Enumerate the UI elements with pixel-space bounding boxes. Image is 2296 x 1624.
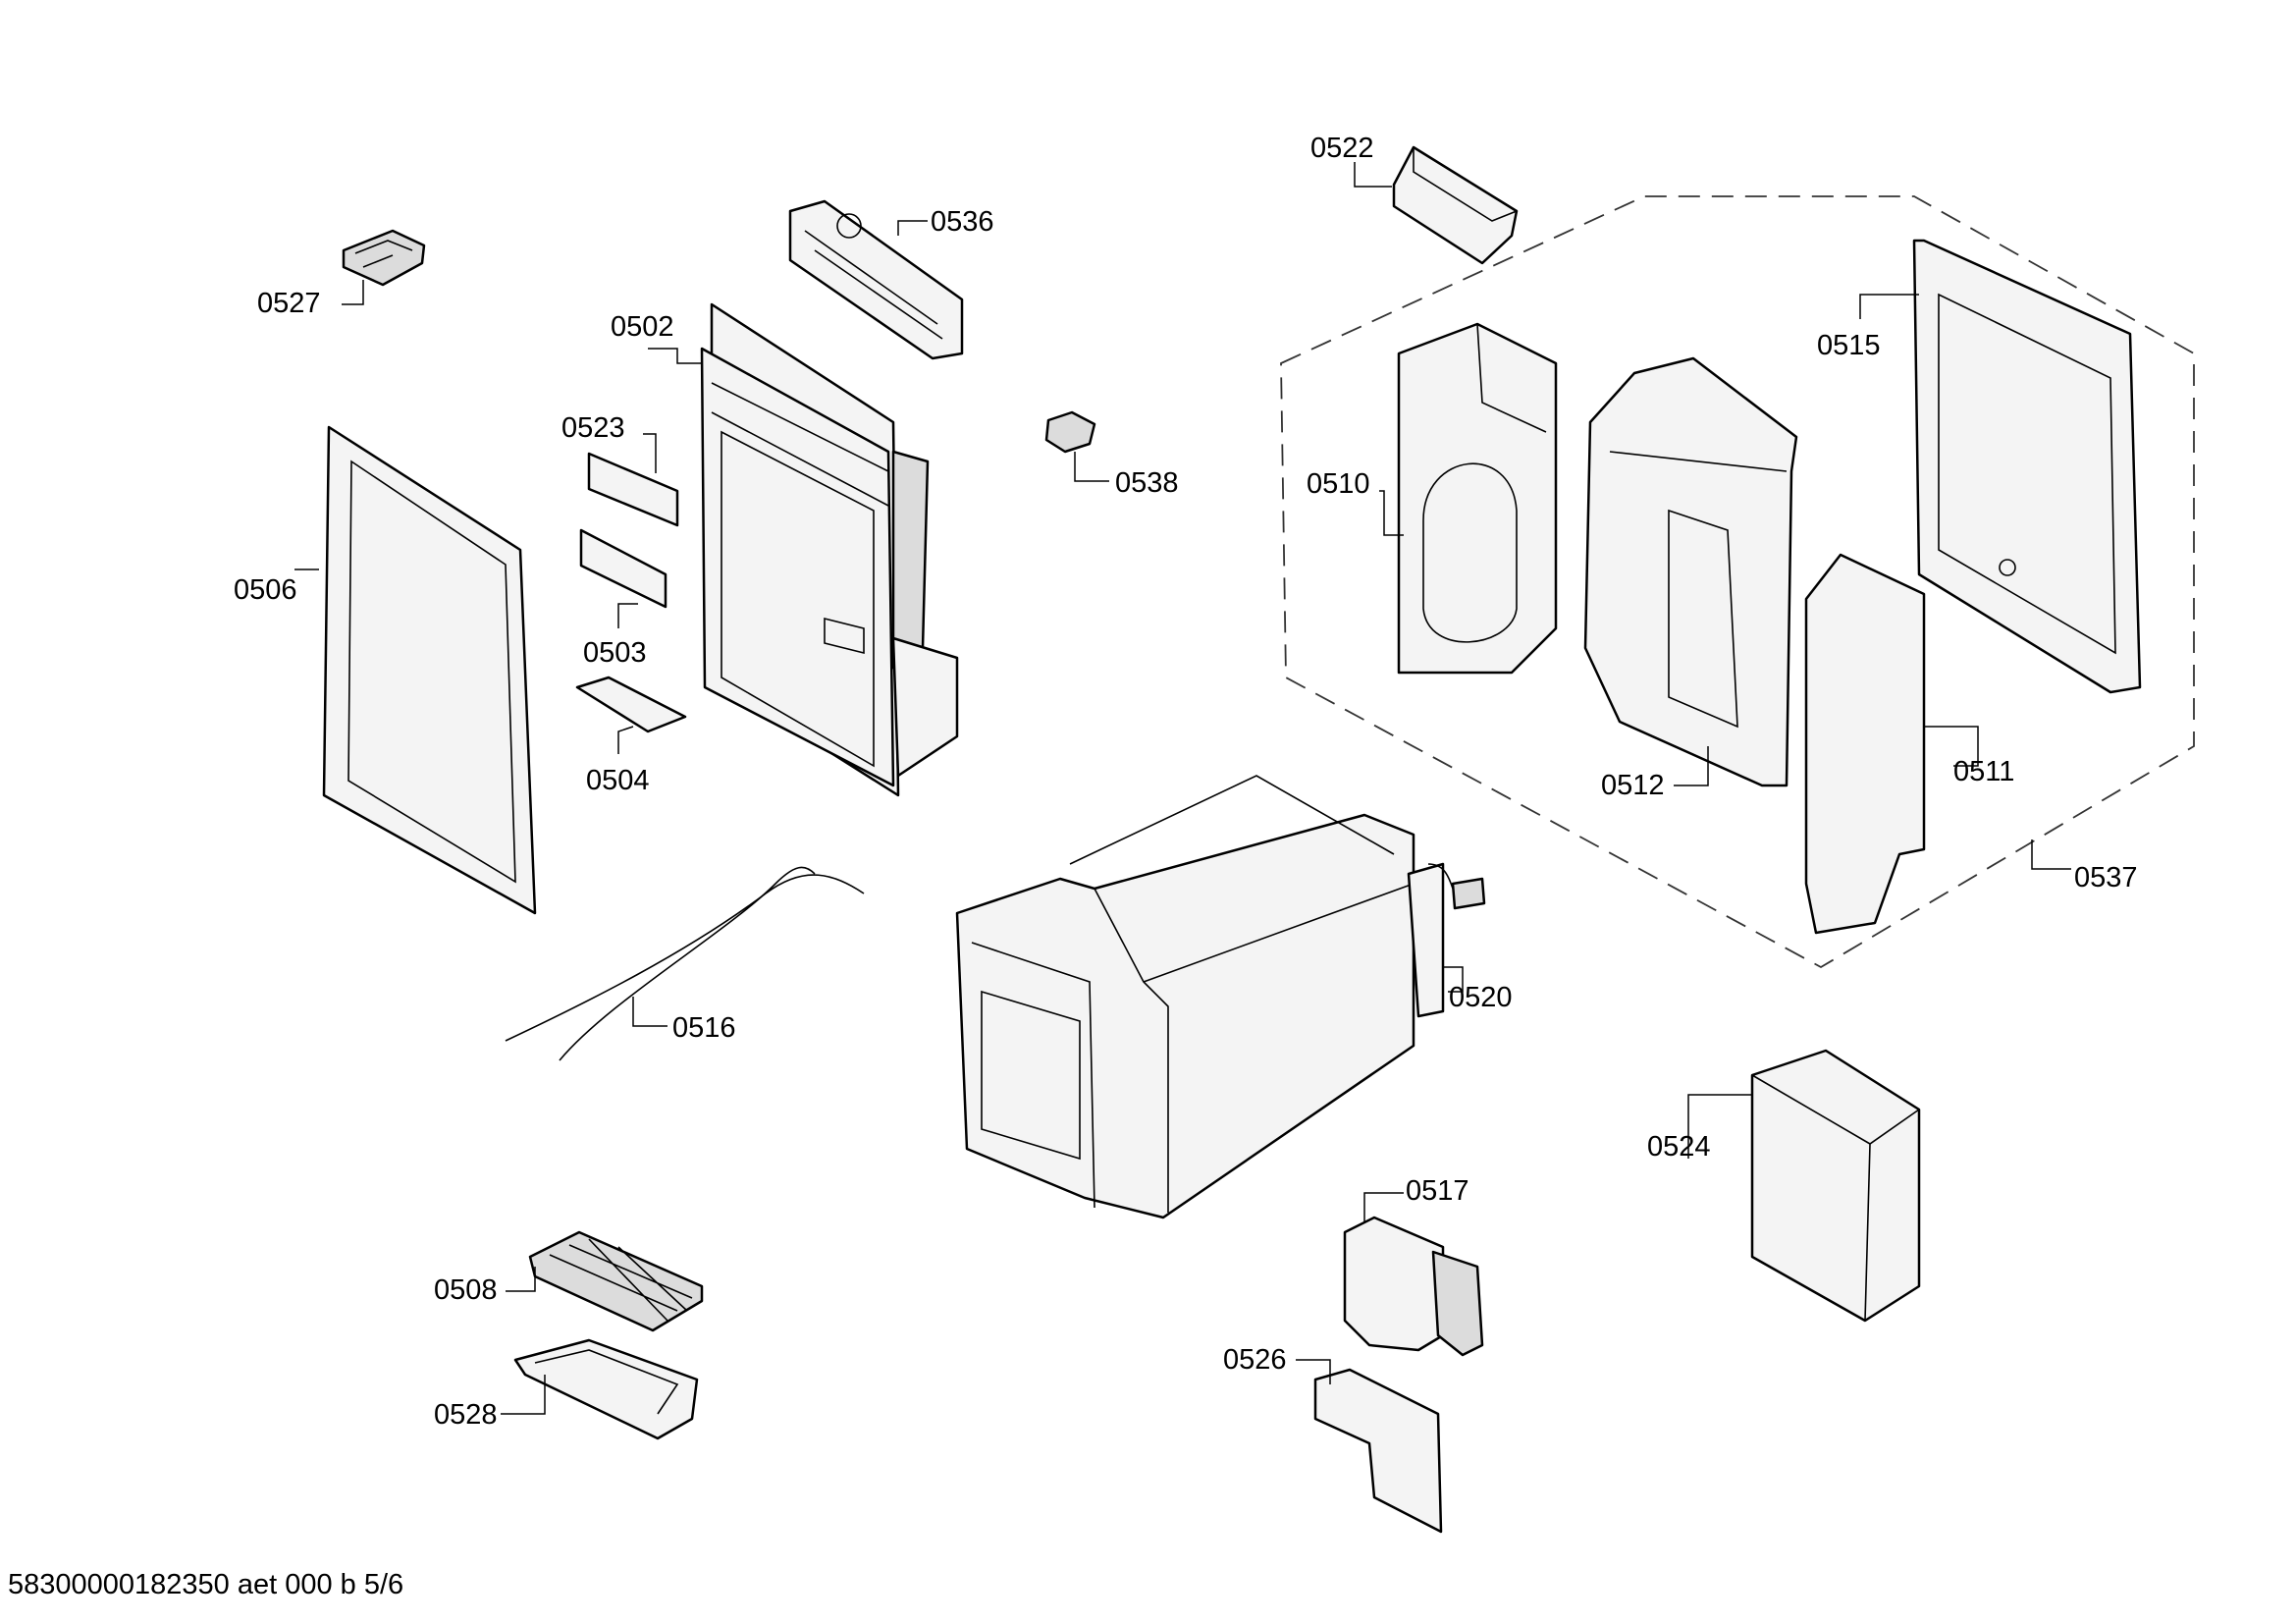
part-0523 (587, 452, 679, 527)
part-main-housing (955, 775, 1415, 1219)
leader-0504 (617, 726, 634, 754)
leader-0516 (632, 997, 667, 1027)
label-0517: 0517 (1406, 1175, 1469, 1207)
leader-0510 (1379, 490, 1404, 536)
leader-0528 (501, 1375, 546, 1415)
label-0520: 0520 (1449, 982, 1513, 1013)
label-0522: 0522 (1310, 133, 1374, 164)
part-0502 (700, 302, 959, 797)
leader-0527 (342, 280, 364, 305)
part-0515 (1912, 239, 2142, 694)
document-footer-code: 58300000182350 aet 000 b 5/6 (8, 1569, 404, 1600)
label-0510: 0510 (1307, 468, 1370, 500)
part-0511 (1804, 553, 1926, 935)
leader-0515 (1859, 294, 1919, 319)
part-0516 (505, 866, 865, 1061)
label-0524: 0524 (1647, 1131, 1711, 1163)
label-0508: 0508 (434, 1274, 498, 1306)
leader-0520 (1443, 966, 1464, 993)
part-0526 (1313, 1368, 1443, 1534)
part-0520 (1407, 862, 1486, 1018)
part-0510 (1397, 322, 1558, 675)
part-0522 (1392, 145, 1519, 265)
leader-0522 (1354, 162, 1392, 188)
part-labels: 0527 0536 0502 0523 0506 0503 0504 0538 … (234, 133, 2138, 1431)
leader-0523 (643, 433, 657, 473)
leader-0502 (648, 348, 702, 364)
part-0538 (1044, 410, 1096, 454)
part-0506 (322, 425, 537, 915)
label-0537: 0537 (2074, 862, 2138, 893)
leader-0512 (1674, 746, 1709, 786)
label-0511: 0511 (1953, 756, 2014, 787)
part-0524 (1750, 1049, 1921, 1323)
leader-0517 (1363, 1192, 1404, 1222)
leader-lines (294, 162, 2071, 1415)
part-0517 (1343, 1216, 1484, 1357)
part-0503 (579, 528, 667, 609)
leader-0511 (1924, 726, 1979, 767)
leader-0524 (1687, 1094, 1752, 1159)
leader-0537 (2031, 839, 2071, 870)
leader-0526 (1296, 1359, 1331, 1384)
label-0516: 0516 (672, 1012, 736, 1044)
label-0528: 0528 (434, 1399, 498, 1431)
part-0508 (528, 1230, 704, 1332)
label-0527: 0527 (257, 288, 321, 319)
part-0527 (342, 229, 426, 287)
label-0523: 0523 (561, 412, 625, 444)
leader-0538 (1074, 452, 1109, 482)
leader-0536 (897, 220, 928, 236)
leader-0503 (617, 603, 638, 628)
label-0506: 0506 (234, 574, 297, 606)
part-0536 (788, 199, 964, 360)
label-0502: 0502 (611, 311, 674, 343)
label-0538: 0538 (1115, 467, 1179, 499)
label-0536: 0536 (931, 206, 994, 238)
label-0512: 0512 (1601, 770, 1665, 801)
leader-0508 (506, 1267, 536, 1292)
label-0515: 0515 (1817, 330, 1881, 361)
part-0528 (513, 1338, 699, 1440)
part-0512 (1583, 356, 1798, 787)
label-0526: 0526 (1223, 1344, 1287, 1376)
assembly-boundary-0537 (1280, 195, 2195, 969)
label-0504: 0504 (586, 765, 650, 796)
part-0504 (575, 676, 687, 733)
label-0503: 0503 (583, 637, 647, 669)
